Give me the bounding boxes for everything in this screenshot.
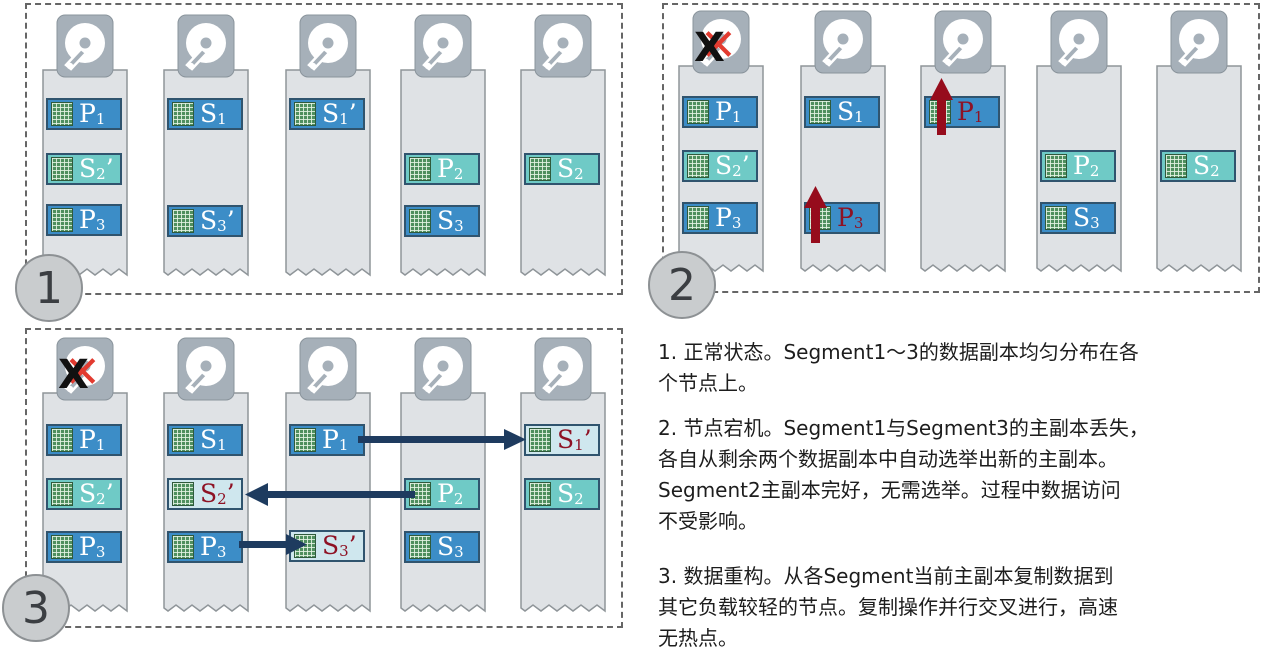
segment-grid-icon [809,100,831,124]
segment-grid-icon [51,535,73,559]
segment-block: S2’ [167,478,243,510]
segment-block: P2 [404,153,480,185]
note-step-1: 1. 正常状态。Segment1～3的数据副本均匀分布在各 个节点上。 [658,340,1139,395]
segment-block: S3’ [167,205,243,237]
segment-grid-icon [529,428,551,452]
segment-grid-icon [687,154,709,178]
panel-step-1 [25,3,623,295]
segment-block: S3 [1040,202,1116,234]
segment-grid-icon [172,428,194,452]
segment-block: P3 [682,202,758,234]
segment-grid-icon [51,157,73,181]
copy-arrow-icon [239,534,307,555]
segment-block: S2’ [46,478,122,510]
segment-grid-icon [529,157,551,181]
segment-grid-icon [51,208,73,232]
step-badge-3: 3 [2,574,70,642]
step-badge-2: 2 [648,251,716,319]
segment-block: S2 [1160,150,1236,182]
segment-grid-icon [294,428,316,452]
segment-grid-icon [51,428,73,452]
segment-block: P3 [46,531,122,563]
segment-grid-icon [1045,154,1067,178]
segment-block: S1 [167,424,243,456]
segment-block: S1 [167,98,243,130]
segment-block: S1’ [289,98,365,130]
segment-block: P1 [46,98,122,130]
segment-block: S2’ [682,150,758,182]
segment-grid-icon [172,482,194,506]
segment-block: P3 [167,531,243,563]
segment-block: P3 [46,204,122,236]
copy-arrow-icon [245,483,415,506]
segment-block: P2 [404,478,480,510]
segment-block: S3 [404,531,480,563]
segment-grid-icon [172,535,194,559]
note-step-2: 2. 节点宕机。Segment1与Segment3的主副本丢失， 各自从剩余两个… [658,416,1149,533]
segment-grid-icon [1045,206,1067,230]
copy-arrow-icon [358,429,526,450]
promote-arrow-icon [804,186,827,243]
segment-grid-icon [1165,154,1187,178]
segment-grid-icon [687,206,709,230]
segment-block: S3 [404,205,480,237]
segment-block: S2 [524,478,600,510]
step-badge-1: 1 [15,254,83,322]
segment-block: S2’ [46,153,122,185]
segment-block: S1 [804,96,880,128]
segment-block: P2 [1040,150,1116,182]
segment-block: S2 [524,153,600,185]
segment-grid-icon [172,102,194,126]
panel-step-2 [662,3,1260,293]
promote-arrow-icon [930,78,953,135]
segment-grid-icon [409,535,431,559]
segment-grid-icon [172,209,194,233]
panel-step-3 [25,328,623,628]
segment-grid-icon [294,102,316,126]
segment-block: S3’ [289,530,365,562]
segment-block: P1 [682,96,758,128]
segment-block: P1 [289,424,365,456]
note-step-3: 3. 数据重构。从各Segment当前主副本复制数据到 其它负载较轻的节点。复制… [658,564,1118,650]
segment-grid-icon [529,482,551,506]
segment-grid-icon [409,157,431,181]
segment-grid-icon [51,102,73,126]
segment-grid-icon [687,100,709,124]
segment-grid-icon [409,209,431,233]
segment-grid-icon [51,482,73,506]
segment-block: S1’ [524,424,600,456]
segment-block: P1 [46,424,122,456]
